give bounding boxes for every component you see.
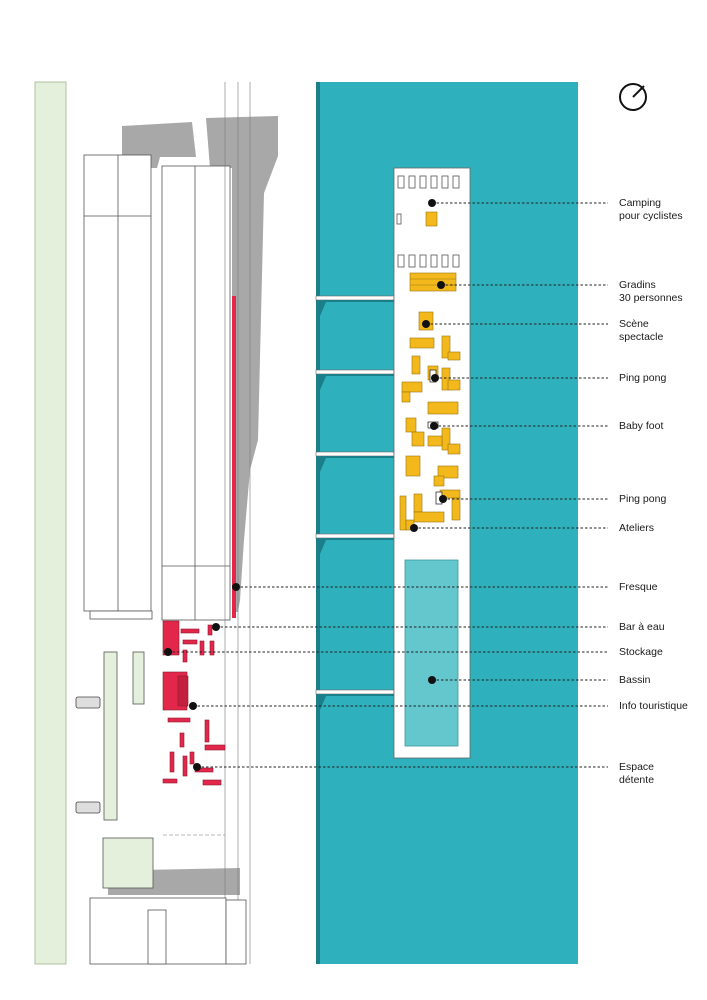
leader-lines <box>168 202 608 768</box>
street-lines <box>163 82 251 964</box>
label-bar: Bar à eau <box>619 621 665 633</box>
label-pingpong-2: Ping pong <box>619 493 667 505</box>
label-detente: Espace détente <box>619 761 655 786</box>
label-stockage: Stockage <box>619 646 663 658</box>
label-bassin: Bassin <box>619 674 651 686</box>
compass-icon <box>619 83 647 111</box>
label-info: Info touristique <box>619 700 688 712</box>
label-babyfoot: Baby foot <box>619 420 664 432</box>
pool <box>404 559 459 747</box>
red-amenities <box>162 620 226 786</box>
label-camping: Camping pour cyclistes <box>619 197 683 222</box>
bike-racks <box>396 175 460 268</box>
green-strip <box>34 81 67 965</box>
bottom-buildings <box>89 897 247 965</box>
label-ateliers: Ateliers <box>619 522 655 534</box>
pier-shadows <box>320 300 394 710</box>
water-edge <box>316 82 320 964</box>
label-pingpong-1: Ping pong <box>619 372 667 384</box>
label-gradins: Gradins 30 personnes <box>619 279 683 304</box>
leader-dots <box>164 199 447 771</box>
cars <box>75 696 101 814</box>
fresque-wall <box>232 296 236 618</box>
label-scene: Scène spectacle <box>619 318 664 343</box>
buildings <box>83 154 231 621</box>
label-fresque: Fresque <box>619 581 658 593</box>
green-parcels <box>102 651 154 889</box>
